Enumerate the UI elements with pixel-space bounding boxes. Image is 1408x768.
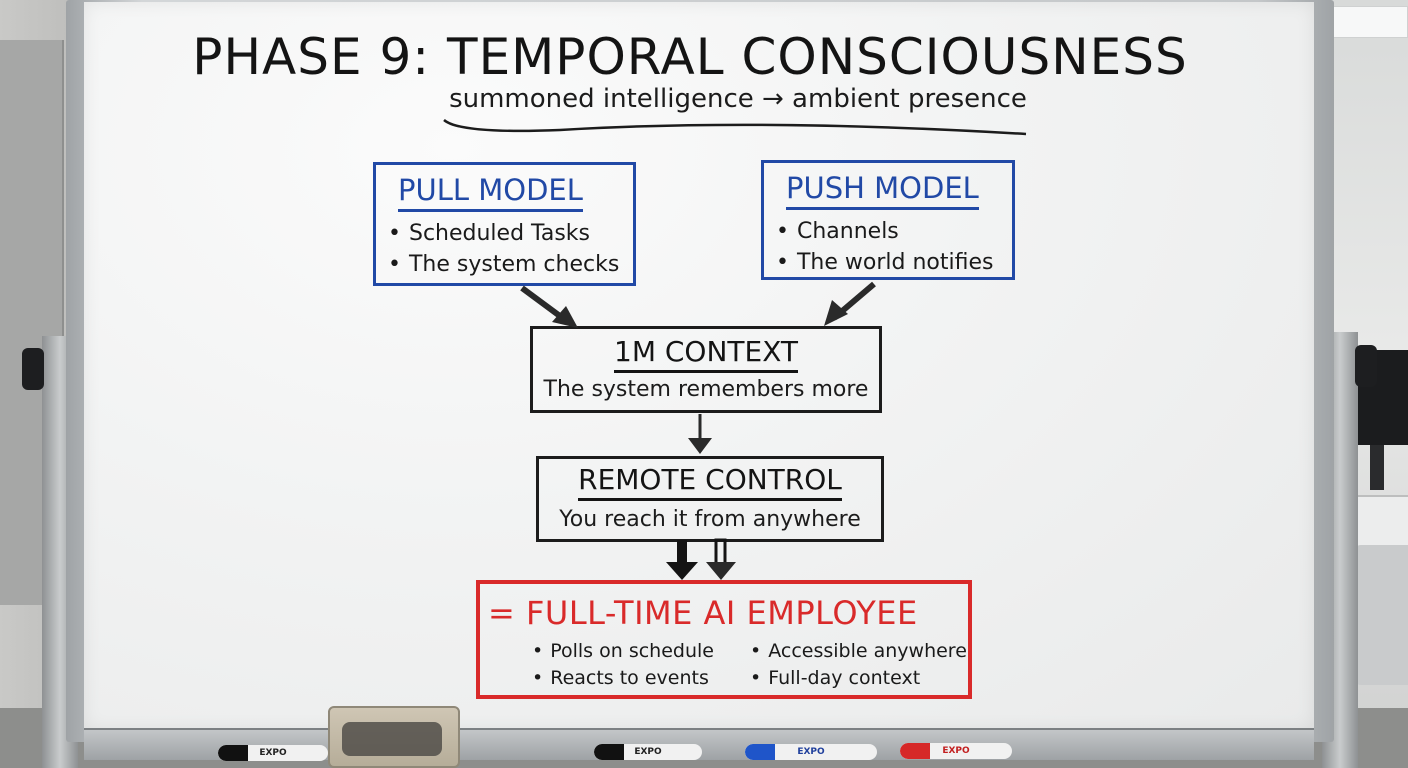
marker-label: EXPO xyxy=(634,747,662,757)
employee-list-left: Polls on schedule Reacts to events xyxy=(532,638,714,692)
marker-cap xyxy=(218,745,248,761)
pull-model-title: PULL MODEL xyxy=(398,173,633,212)
list-item: The world notifies xyxy=(776,247,1012,278)
eraser[interactable] xyxy=(328,706,460,768)
marker-label: EXPO xyxy=(942,746,970,756)
monitor-stand xyxy=(1370,445,1384,490)
list-item: Channels xyxy=(776,216,1012,247)
stand-knob-left xyxy=(22,348,44,390)
full-time-employee-box: = FULL-TIME AI EMPLOYEE Polls on schedul… xyxy=(476,580,972,699)
stand-knob-right xyxy=(1355,345,1377,387)
black-marker[interactable]: EXPO xyxy=(218,745,328,761)
list-item: The system checks xyxy=(388,249,633,280)
marker-label: EXPO xyxy=(259,748,287,758)
black-marker[interactable]: EXPO xyxy=(594,744,702,760)
list-item: Accessible anywhere xyxy=(750,638,967,665)
board-subtitle: summoned intelligence → ambient presence xyxy=(449,84,1027,114)
remote-control-box: REMOTE CONTROL You reach it from anywher… xyxy=(536,456,884,542)
marker-label: EXPO xyxy=(797,747,825,757)
red-marker[interactable]: EXPO xyxy=(900,743,1012,759)
employee-list-right: Accessible anywhere Full-day context xyxy=(750,638,967,692)
pull-model-list: Scheduled Tasks The system checks xyxy=(376,218,633,280)
marker-cap xyxy=(594,744,624,760)
context-title: 1M CONTEXT xyxy=(533,335,879,373)
list-item: Polls on schedule xyxy=(532,638,714,665)
ceiling-light xyxy=(1326,6,1408,38)
push-model-box: PUSH MODEL Channels The world notifies xyxy=(761,160,1015,280)
pull-model-box: PULL MODEL Scheduled Tasks The system ch… xyxy=(373,162,636,286)
context-box: 1M CONTEXT The system remembers more xyxy=(530,326,882,413)
blue-marker[interactable]: EXPO xyxy=(745,744,877,760)
employee-bullets: Polls on schedule Reacts to events Acces… xyxy=(480,638,968,692)
list-item: Full-day context xyxy=(750,665,967,692)
marker-cap xyxy=(745,744,775,760)
marker-cap xyxy=(900,743,930,759)
eraser-pad xyxy=(342,722,442,756)
employee-title: = FULL-TIME AI EMPLOYEE xyxy=(488,594,918,632)
list-item: Reacts to events xyxy=(532,665,714,692)
board-title: PHASE 9: TEMPORAL CONSCIOUSNESS xyxy=(192,28,1188,86)
push-model-list: Channels The world notifies xyxy=(764,216,1012,278)
push-model-title: PUSH MODEL xyxy=(786,171,1012,210)
remote-control-description: You reach it from anywhere xyxy=(559,507,861,532)
remote-control-title: REMOTE CONTROL xyxy=(539,463,881,501)
background-chair xyxy=(1353,545,1408,685)
list-item: Scheduled Tasks xyxy=(388,218,633,249)
context-description: The system remembers more xyxy=(543,377,869,402)
